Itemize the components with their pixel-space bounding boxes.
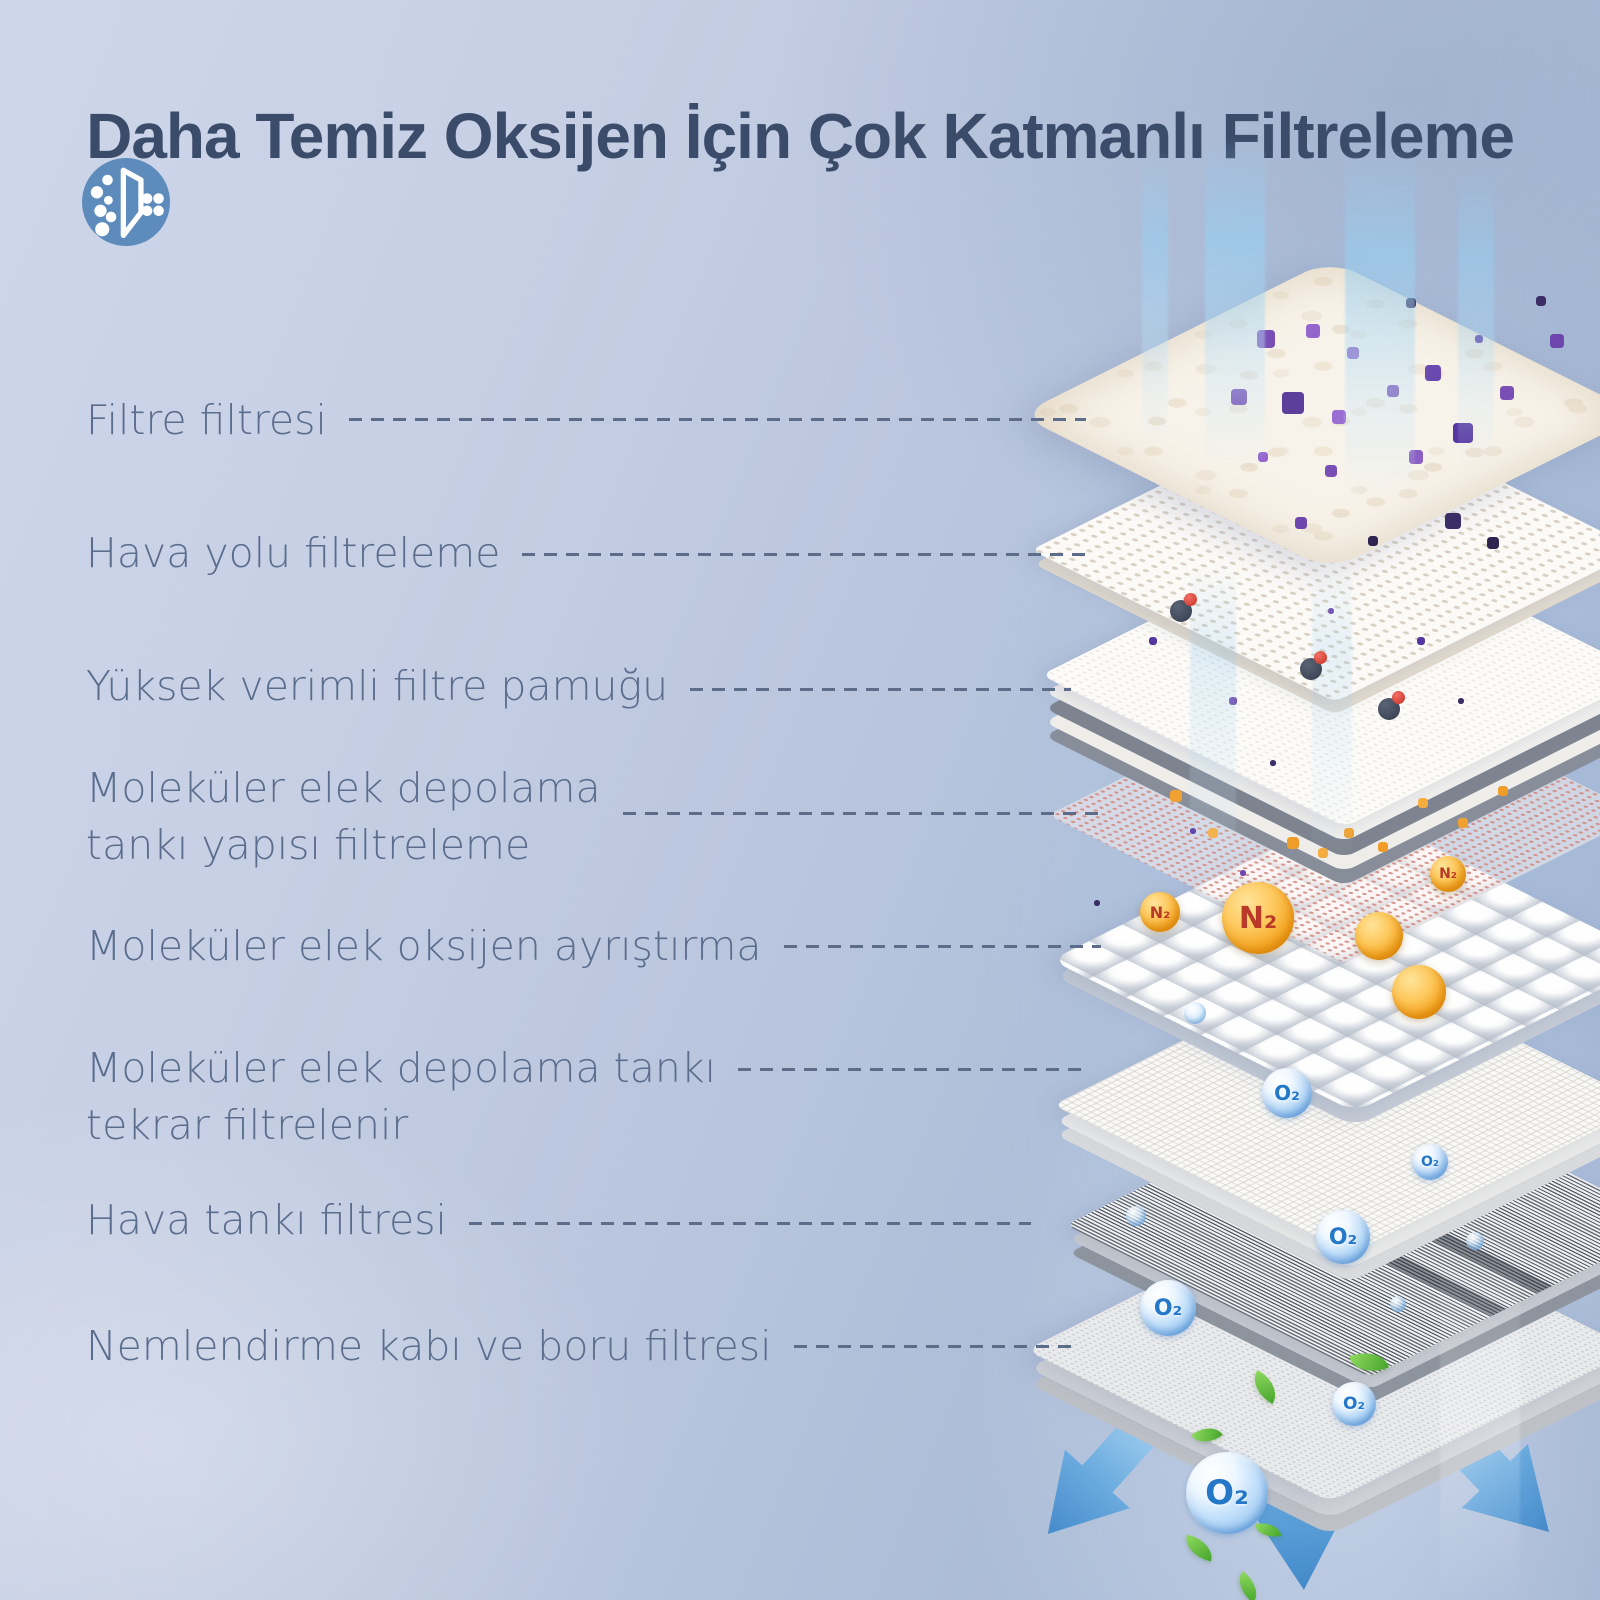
airway-label: Hava yolu filtreleme <box>86 529 501 577</box>
sieve-structure-label: Moleküler elek depolama tankı yapısı fil… <box>86 764 601 869</box>
o2-badge: O₂ <box>1186 1452 1268 1534</box>
sieve-refilter-label: Moleküler elek depolama tankı tekrar fil… <box>86 1044 716 1149</box>
air-tank-label: Hava tankı filtresi <box>86 1196 447 1244</box>
filter-label: Filtre filtresi <box>86 396 327 444</box>
n2-badge-small: N₂ <box>1140 892 1180 932</box>
humidifier-label: Nemlendirme kabı ve boru filtresi <box>86 1322 772 1370</box>
n2-badge-large: N₂ <box>1222 882 1294 954</box>
air-stream <box>1458 168 1494 468</box>
page-title: Daha Temiz Oksijen İçin Çok Katmanlı Fil… <box>86 99 1515 172</box>
water-droplet <box>1126 1206 1146 1226</box>
n2-ball-plain <box>1392 965 1446 1019</box>
n2-badge-small: N₂ <box>1430 856 1466 892</box>
o2-badge: O₂ <box>1316 1210 1370 1264</box>
water-droplet <box>1390 1296 1406 1312</box>
air-stream <box>1312 560 1352 860</box>
cotton-label: Yüksek verimli filtre pamuğu <box>86 662 669 710</box>
label-row-airway: Hava yolu filtreleme <box>86 525 1086 582</box>
air-stream <box>1440 1250 1520 1600</box>
dash-line <box>690 688 1071 691</box>
dash-line <box>522 553 1086 556</box>
dash-line <box>783 945 1101 948</box>
n2-ball-plain <box>1355 912 1403 960</box>
orange-particles <box>0 0 2 2</box>
dash-line <box>348 418 1086 421</box>
o2-badge: O₂ <box>1140 1280 1196 1336</box>
label-row-cotton: Yüksek verimli filtre pamuğu <box>86 658 1071 715</box>
air-stream <box>1142 148 1168 448</box>
o2-badge: O₂ <box>1332 1382 1376 1426</box>
label-row-filter: Filtre filtresi <box>86 392 1086 449</box>
o2-badge: O₂ <box>1412 1144 1448 1180</box>
filter-particles-icon <box>82 158 170 246</box>
dash-line <box>622 812 1106 815</box>
air-stream <box>1345 148 1415 498</box>
dash-line <box>737 1068 1086 1071</box>
dash-line <box>793 1345 1076 1348</box>
label-row-humidifier: Nemlendirme kabı ve boru filtresi <box>86 1318 1076 1375</box>
water-droplet <box>1184 1002 1206 1024</box>
o2-badge: O₂ <box>1262 1068 1312 1118</box>
air-stream <box>1190 560 1236 880</box>
label-row-air-tank: Hava tankı filtresi <box>86 1192 1031 1249</box>
label-row-sieve-refilter: Moleküler elek depolama tankı tekrar fil… <box>86 1040 1086 1153</box>
water-droplet <box>1466 1232 1484 1250</box>
sieve-separation-label: Moleküler elek oksijen ayrıştırma <box>86 922 762 970</box>
label-row-sieve-separation: Moleküler elek oksijen ayrıştırma <box>86 918 1101 975</box>
dash-line <box>468 1222 1031 1225</box>
label-row-sieve-structure: Moleküler elek depolama tankı yapısı fil… <box>86 760 1106 873</box>
air-stream <box>1205 138 1265 468</box>
filtration-brand-icon <box>82 158 170 246</box>
